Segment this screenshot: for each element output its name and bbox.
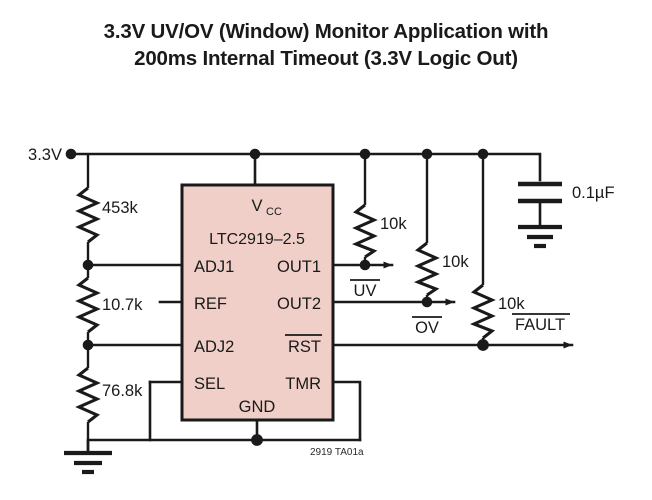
- ic-pin-sel-label: SEL: [194, 375, 225, 393]
- ic-pin-out1-label: OUT1: [277, 258, 321, 276]
- resistor-pullup-ov: 10k: [413, 154, 469, 302]
- resistor-pullup-ov-label: 10k: [442, 253, 469, 271]
- junction-dot-fault: [477, 339, 489, 351]
- junction-dot-uv: [359, 259, 371, 271]
- ground-rail: [64, 380, 362, 475]
- ic-pin-vcc-subscript: CC: [266, 206, 282, 218]
- supply-rail: 3.3V: [28, 146, 542, 182]
- ic-part-number: LTC2919–2.5: [209, 231, 305, 248]
- figure-title-line-2: 200ms Internal Timeout (3.3V Logic Out): [134, 47, 518, 70]
- figure-title: 3.3V UV/OV (Window) Monitor Application …: [0, 18, 652, 72]
- supply-label: 3.3V: [28, 146, 62, 164]
- figure-caption: 2919 TA01a: [310, 447, 364, 458]
- ic-pin-gnd-label: GND: [239, 398, 276, 416]
- ic-pin-ref-label: REF: [194, 295, 227, 313]
- resistor-453k: 453k: [75, 154, 139, 265]
- output-fault-label: FAULT: [515, 316, 565, 334]
- capacitor-bypass: 0.1µF: [518, 181, 615, 249]
- resistor-453k-label: 453k: [102, 199, 139, 217]
- figure-title-line-1: 3.3V UV/OV (Window) Monitor Application …: [103, 20, 549, 43]
- ic-pin-out2-label: OUT2: [277, 295, 321, 313]
- resistor-10p7k: 10.7k: [75, 265, 143, 345]
- output-uv-label: UV: [354, 282, 377, 300]
- resistor-10p7k-label: 10.7k: [102, 296, 143, 314]
- net-ov: OV: [331, 296, 456, 337]
- ic-ltc2919: V CC LTC2919–2.5 ADJ1 REF ADJ2 SEL OUT1 …: [180, 152, 335, 422]
- ic-left-pin-wires: [82, 259, 184, 442]
- junction-dot-supply-left: [65, 148, 77, 160]
- resistor-pullup-uv-label: 10k: [380, 215, 407, 233]
- ic-pin-adj2-label: ADJ2: [194, 338, 234, 356]
- net-fault: FAULT: [331, 313, 574, 351]
- resistor-76p8k-label: 76.8k: [102, 382, 143, 400]
- ic-pin-adj1-label: ADJ1: [194, 258, 234, 276]
- resistor-pullup-uv: 10k: [351, 154, 407, 265]
- ic-pin-vcc-label: V: [251, 197, 262, 215]
- junction-dot-adj1: [82, 259, 94, 271]
- net-uv: UV: [331, 259, 394, 300]
- resistor-pullup-fault-label: 10k: [498, 295, 525, 313]
- junction-dot-ov: [421, 296, 433, 308]
- ic-pin-tmr-label: TMR: [285, 375, 321, 393]
- junction-dot-adj2: [82, 339, 94, 351]
- ic-pin-rst-label: RST: [288, 338, 321, 356]
- capacitor-label: 0.1µF: [572, 184, 615, 202]
- output-ov-label: OV: [415, 319, 439, 337]
- resistor-76p8k: 76.8k: [75, 345, 143, 440]
